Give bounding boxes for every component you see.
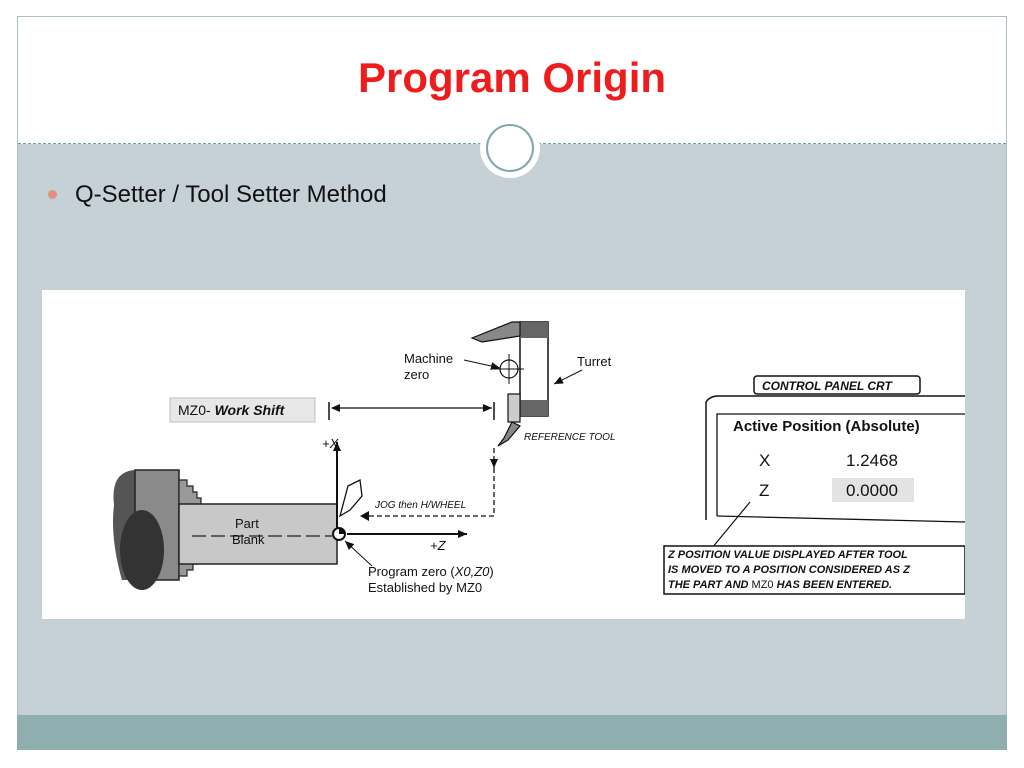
z-axis-readout-label: Z: [759, 481, 769, 500]
x-axis-readout-label: X: [759, 451, 770, 470]
blank-label: Blank: [232, 532, 265, 547]
chuck-body: [113, 469, 202, 590]
note-box: [663, 545, 965, 595]
part-label: Part: [235, 516, 259, 531]
crt-label: CONTROL PANEL CRT: [762, 379, 893, 393]
reference-tool-label: REFERENCE TOOL: [524, 432, 616, 443]
slide-title: Program Origin: [357, 54, 667, 101]
bullet-text: Q-Setter / Tool Setter Method: [75, 181, 387, 208]
callout-line: [711, 501, 751, 549]
active-position-title: Active Position (Absolute): [733, 418, 920, 435]
crt-screen: [716, 413, 965, 516]
plus-z-label: +Z: [430, 538, 447, 553]
lathe-diagram-figure: Part Blank +X +Z MZ0- Work Shift Mach: [42, 290, 965, 619]
jog-path: [360, 468, 495, 517]
plus-x-label: +X: [322, 436, 340, 451]
note-line-3: THE PART AND MZ0 HAS BEEN ENTERED.: [668, 579, 892, 591]
machine-zero-label-1: Machine: [404, 351, 453, 366]
mz0-label: MZ0- Work Shift: [178, 402, 286, 418]
crt-label-box: [753, 375, 921, 395]
program-zero-established: Established by MZ0: [368, 580, 482, 595]
footer-bar: [17, 715, 1007, 750]
program-zero-label: Program zero (X0,Z0): [368, 564, 494, 579]
tool-at-part: [338, 479, 363, 518]
bullet-dot: [48, 190, 57, 199]
divider-orb-ring: [486, 124, 534, 172]
jog-label: JOG then H/WHEEL: [374, 500, 466, 511]
turret-label: Turret: [577, 354, 612, 369]
mz0-box: [169, 397, 316, 423]
machine-zero-label-2: zero: [404, 367, 429, 382]
crt-outer-frame: [705, 395, 965, 520]
turret: [470, 321, 549, 447]
lathe-diagram: Part Blank +X +Z MZ0- Work Shift Mach: [113, 321, 965, 595]
note-line-1: Z POSITION VALUE DISPLAYED AFTER TOOL: [667, 549, 908, 561]
z-axis-readout-value: 0.0000: [846, 481, 898, 500]
z-value-highlight: [832, 478, 914, 502]
note-line-2: IS MOVED TO A POSITION CONSIDERED AS Z: [668, 564, 911, 576]
x-axis-readout-value: 1.2468: [846, 451, 898, 470]
